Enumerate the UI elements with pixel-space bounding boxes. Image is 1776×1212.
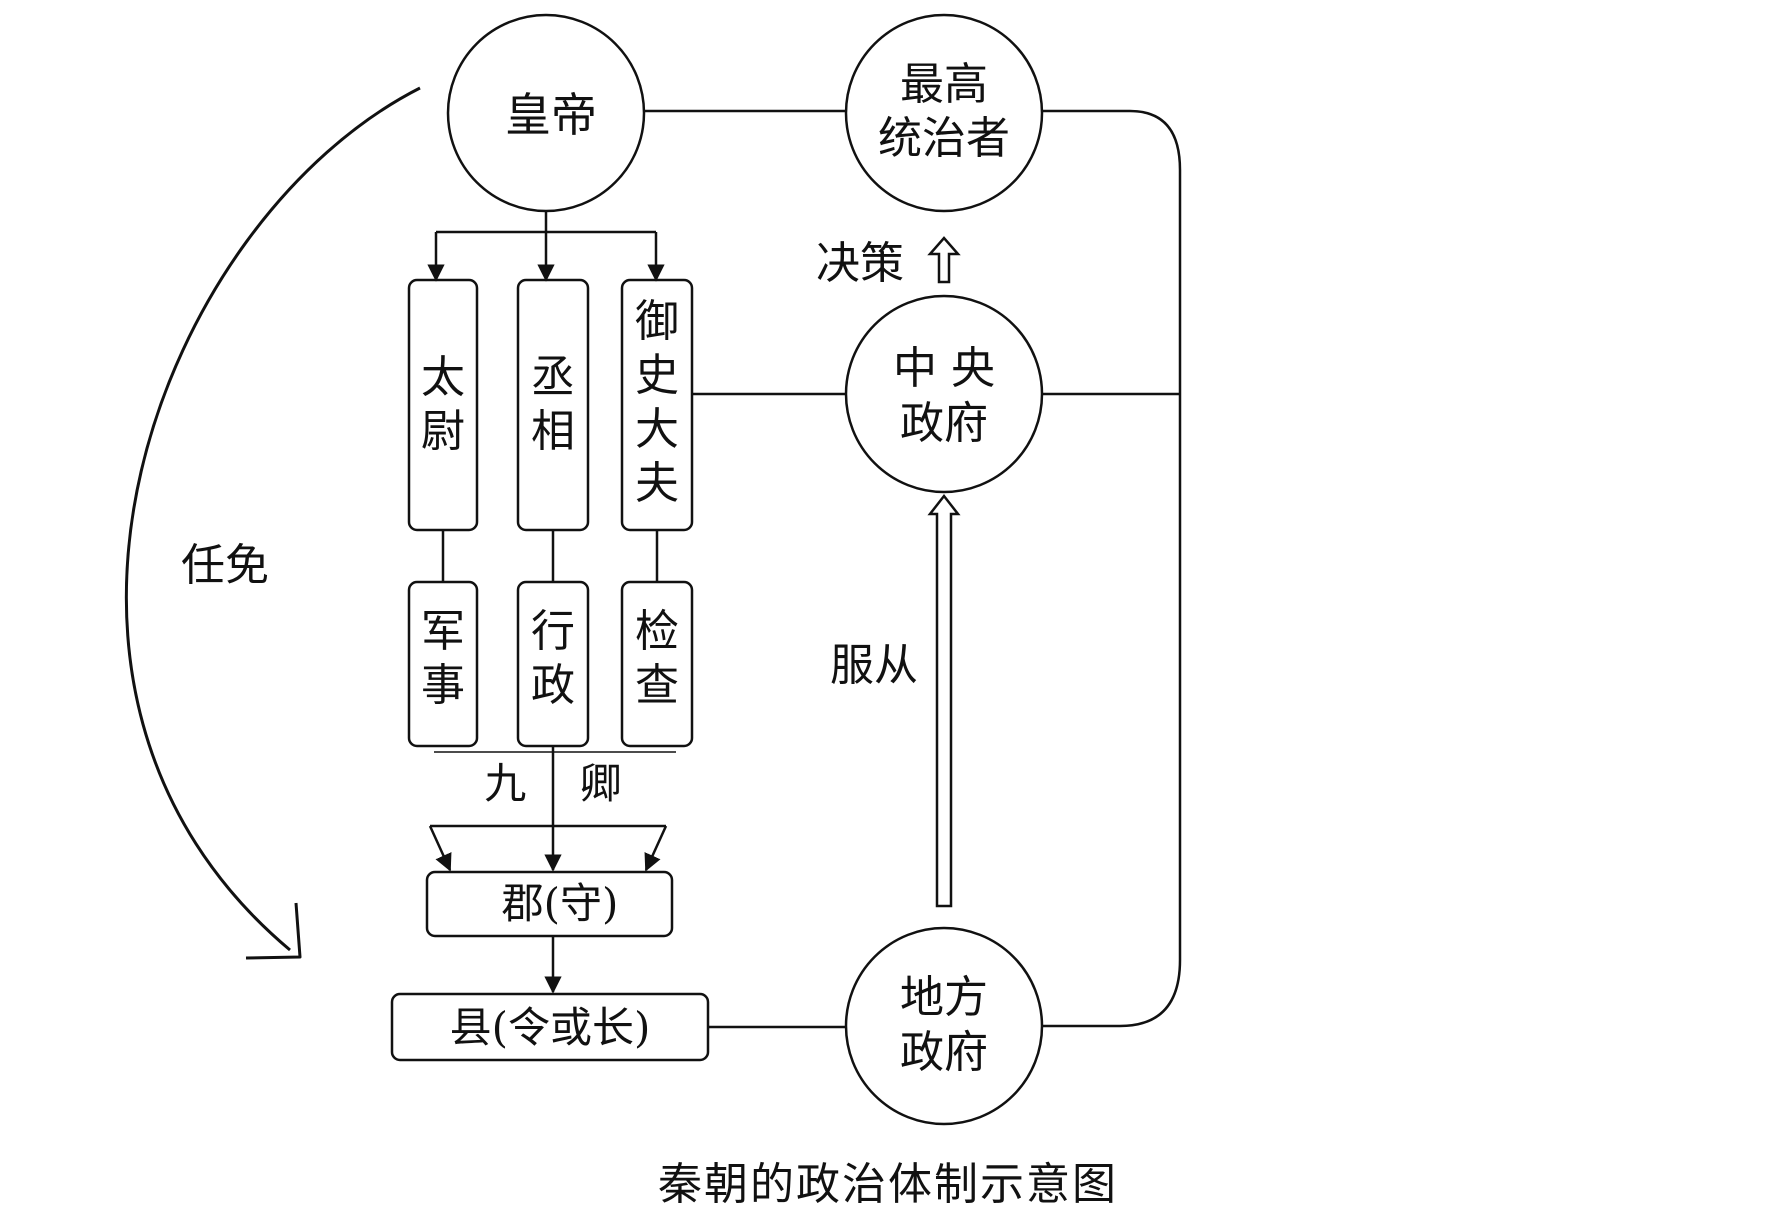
jiuqing-label: 九 卿 bbox=[484, 759, 621, 808]
decision-label: 决策 bbox=[816, 238, 904, 289]
funnel-right-arrow bbox=[644, 825, 668, 872]
administration-label-1: 行 bbox=[531, 606, 575, 657]
military-label-1: 军 bbox=[421, 606, 465, 657]
supreme-ruler-label-line2: 统治者 bbox=[878, 113, 1010, 164]
administration-label-2: 政 bbox=[531, 660, 575, 711]
yushi-label-3: 大 bbox=[635, 404, 679, 455]
supreme-ruler-node bbox=[844, 13, 1044, 213]
appoint-dismiss-arrow bbox=[124, 86, 421, 952]
funnel-left-arrow bbox=[428, 825, 452, 872]
yushi-label-2: 史 bbox=[635, 350, 679, 401]
emperor-label: 皇帝 bbox=[505, 88, 597, 142]
supreme-ruler-label-line1: 最高 bbox=[900, 59, 988, 110]
chengxiang-label-2: 相 bbox=[531, 406, 575, 457]
central-government-node bbox=[844, 294, 1044, 494]
decision-arrow bbox=[927, 236, 961, 284]
central-government-label-line2: 政府 bbox=[900, 398, 988, 449]
taiwei-label-1: 太 bbox=[421, 352, 465, 403]
central-government-label-line1: 中 央 bbox=[893, 343, 995, 394]
taiwei-label-2: 尉 bbox=[421, 406, 465, 457]
local-government-node bbox=[844, 926, 1044, 1126]
military-label-2: 事 bbox=[421, 660, 465, 711]
yushi-label-4: 夫 bbox=[635, 458, 679, 509]
local-government-label-line2: 政府 bbox=[900, 1027, 988, 1078]
obey-label: 服从 bbox=[830, 640, 918, 691]
inspection-label-1: 检 bbox=[635, 606, 679, 657]
appoint-dismiss-arrowhead bbox=[245, 902, 302, 960]
inspection-box bbox=[620, 580, 694, 748]
inspection-label-2: 查 bbox=[635, 660, 679, 711]
chengxiang-box bbox=[516, 278, 590, 532]
county-label: 县(令或长) bbox=[450, 1003, 651, 1052]
diagram-caption: 秦朝的政治体制示意图 bbox=[658, 1159, 1118, 1210]
obey-arrow bbox=[927, 493, 961, 908]
taiwei-box bbox=[407, 278, 479, 532]
appoint-dismiss-label: 任免 bbox=[181, 540, 269, 591]
yushi-label-1: 御 bbox=[635, 296, 679, 347]
military-box bbox=[407, 580, 479, 748]
right-loop-link bbox=[1042, 109, 1182, 1028]
chengxiang-label-1: 丞 bbox=[531, 352, 575, 403]
local-government-label-line1: 地方 bbox=[900, 972, 988, 1023]
commandery-label: 郡(守) bbox=[502, 879, 619, 928]
commandery-box bbox=[425, 870, 674, 938]
